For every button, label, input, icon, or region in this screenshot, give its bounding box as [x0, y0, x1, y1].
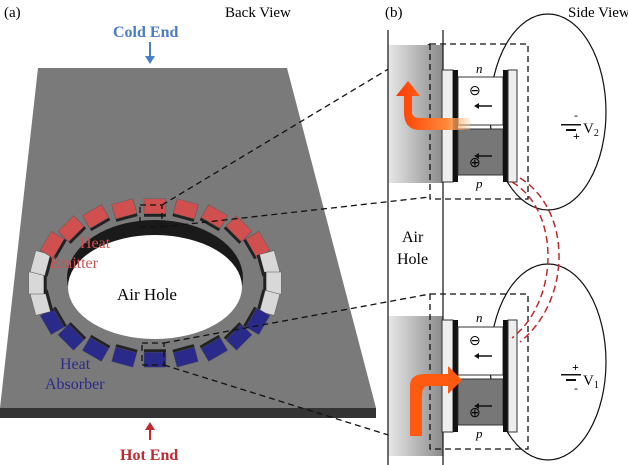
module-face	[143, 198, 167, 214]
p-leg	[457, 378, 504, 426]
module-face	[82, 204, 110, 229]
te-module	[82, 204, 111, 232]
module-face	[200, 204, 228, 229]
module-face	[57, 215, 85, 243]
n-leg	[457, 76, 504, 126]
module-face	[266, 271, 282, 295]
zoom-box	[429, 293, 529, 450]
air-hole	[68, 235, 242, 339]
right-contact	[503, 320, 508, 432]
module-face	[172, 198, 199, 220]
v1-plus: +	[572, 360, 579, 374]
te-module	[223, 215, 253, 244]
module-face	[82, 337, 110, 362]
heat-flow-arrow-icon	[410, 366, 462, 436]
module-face	[28, 271, 44, 295]
module-face	[259, 290, 281, 316]
te-module	[39, 231, 67, 260]
heat-absorber-label-1: Heat	[60, 356, 91, 373]
zoom-lines	[139, 43, 431, 449]
back-view-label: Back View	[225, 5, 291, 21]
te-module	[199, 334, 228, 362]
heat-emitter-label-2: Emitter	[50, 255, 99, 272]
te-module	[199, 204, 228, 232]
te-module	[29, 289, 54, 316]
te-module	[57, 215, 87, 244]
te-module	[256, 250, 281, 277]
carrier-arrow-head	[474, 353, 479, 359]
panel-b-label: (b)	[385, 5, 403, 21]
electron-icon: ⊖	[469, 334, 481, 349]
te-module	[111, 198, 138, 222]
connection-wires	[511, 177, 560, 343]
te-module	[172, 344, 199, 368]
module-face	[57, 323, 85, 351]
v1-label: V1	[583, 373, 599, 391]
right-plate	[507, 319, 518, 433]
battery-plate	[561, 124, 581, 126]
te-module	[82, 334, 111, 362]
v2-plus: +	[573, 129, 580, 143]
v2-minus: -	[574, 108, 578, 122]
te-module	[143, 349, 167, 368]
te-module-bottom	[410, 263, 607, 461]
heat-emitter-label-1: Heat	[80, 235, 111, 252]
wall-top	[388, 45, 443, 183]
p-label-bottom: p	[475, 426, 483, 441]
hot-end-label: Hot End	[120, 447, 178, 464]
panel-a-label: (a)	[4, 5, 21, 21]
module-face	[225, 215, 253, 243]
te-module	[263, 271, 282, 295]
p-label-top: p	[475, 176, 483, 191]
n-label-bottom: n	[476, 310, 483, 325]
te-module	[143, 198, 167, 217]
n-label-top: n	[476, 61, 483, 76]
cold-end-label: Cold End	[113, 24, 178, 41]
module-face	[225, 323, 253, 351]
carrier-arrow-head	[474, 103, 479, 109]
module-face	[143, 352, 167, 368]
te-module	[256, 289, 281, 316]
hot-arrow-icon	[145, 422, 155, 440]
carrier-arrow-head	[474, 403, 479, 409]
heat-absorber-label-2: Absorber	[45, 376, 105, 393]
te-module	[172, 198, 199, 222]
te-module	[243, 306, 271, 335]
module-face	[172, 346, 199, 368]
heat-flow-arrow-icon	[396, 81, 470, 130]
electron-icon: ⊖	[469, 84, 481, 99]
air-hole-side-label-2: Hole	[397, 251, 428, 268]
hole-icon: ⊕	[469, 406, 481, 421]
module-face	[200, 337, 228, 362]
hole-icon: ⊕	[469, 156, 481, 171]
module-face	[39, 231, 65, 259]
p-leg	[457, 128, 504, 176]
module-face	[111, 198, 138, 220]
module-face	[29, 250, 51, 276]
plate-edge	[0, 408, 376, 418]
zoom-box	[429, 43, 529, 200]
battery-plate	[566, 379, 576, 381]
te-module-top	[396, 13, 607, 211]
carrier-arrow-head	[474, 153, 479, 159]
module-face	[111, 346, 138, 368]
air-hole-side-label-1: Air	[402, 229, 424, 246]
right-contact	[503, 70, 508, 182]
side-view-label: Side View	[568, 5, 628, 21]
cold-arrow-icon	[145, 42, 155, 64]
right-plate	[507, 69, 518, 183]
air-hole-label: Air Hole	[117, 285, 177, 304]
te-module	[29, 250, 54, 277]
te-module	[57, 322, 87, 351]
v2-label: V2	[583, 121, 599, 139]
te-module	[28, 271, 47, 295]
battery-plate	[566, 129, 576, 131]
battery-plate	[561, 374, 581, 376]
v1-minus: -	[574, 381, 578, 395]
te-module	[111, 344, 138, 368]
